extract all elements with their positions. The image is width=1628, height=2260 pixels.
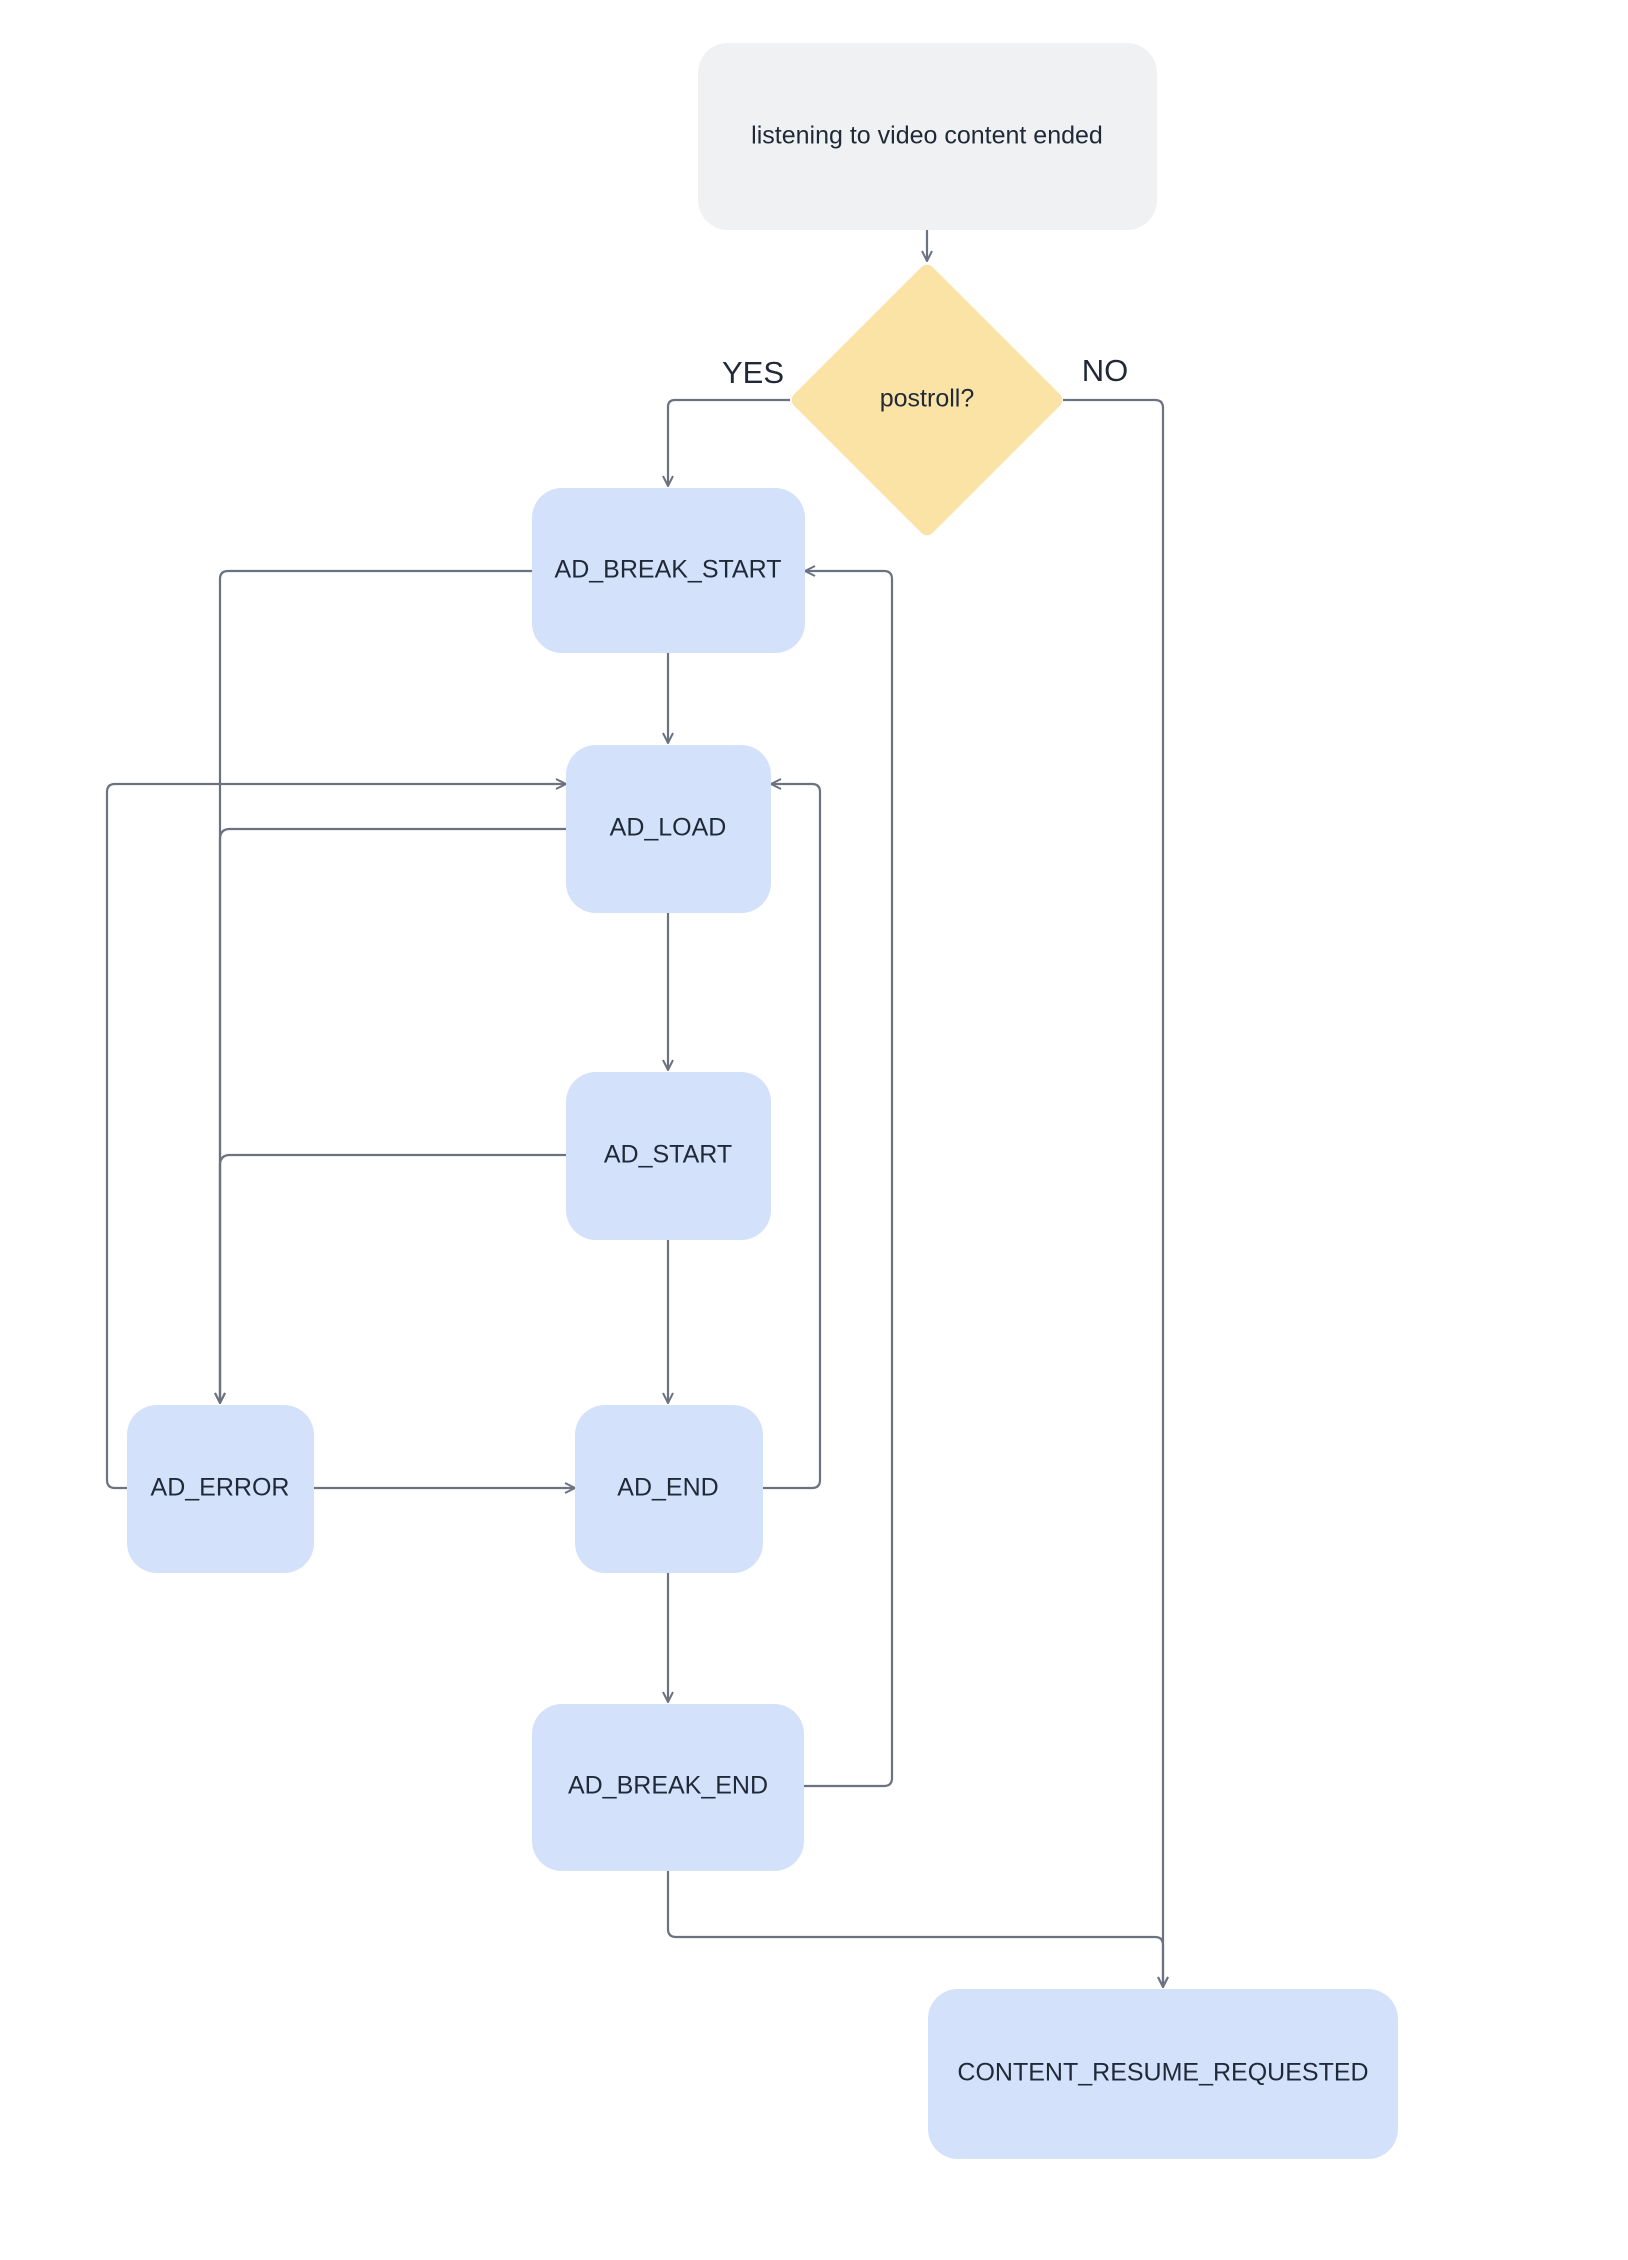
- edge-ad-start-to-ad-error: [220, 1153, 566, 1403]
- edge-ad-break-start-to-ad-error: [220, 569, 532, 1403]
- edge-decision-no-to-content-resume: [1063, 398, 1163, 1987]
- edge-ad-break-end-to-content-resume: [666, 1871, 1163, 1987]
- ad-break-start-box: [532, 488, 805, 653]
- edge-ad-error-to-ad-load: [105, 784, 566, 1490]
- ad-start-node: AD_START: [566, 1072, 771, 1240]
- start-node-label: listening to video content ended: [751, 122, 1103, 150]
- ad-break-end-box: [532, 1704, 804, 1871]
- ad-break-start-node: AD_BREAK_START: [532, 488, 805, 653]
- ad-break-end-node: AD_BREAK_END: [532, 1704, 804, 1871]
- ad-end-label: AD_END: [617, 1474, 718, 1502]
- decision-node-diamond: [791, 264, 1063, 536]
- decision-node-label: postroll?: [880, 385, 975, 413]
- edges: [105, 230, 1163, 1987]
- start-node: listening to video content ended: [698, 43, 1157, 230]
- ad-end-node: AD_END: [575, 1405, 763, 1573]
- edge-ad-load-to-ad-error: [220, 827, 566, 1403]
- decision-no-label: NO: [1082, 353, 1129, 388]
- ad-error-label: AD_ERROR: [151, 1474, 290, 1502]
- content-resume-requested-label: CONTENT_RESUME_REQUESTED: [957, 2059, 1368, 2087]
- edge-ad-break-end-to-ad-break-start: [804, 571, 894, 1788]
- ad-error-node: AD_ERROR: [127, 1405, 314, 1573]
- ad-load-label: AD_LOAD: [610, 814, 727, 842]
- ad-break-start-label: AD_BREAK_START: [555, 556, 782, 584]
- start-node-box: [698, 43, 1157, 230]
- ad-start-box: [566, 1072, 771, 1240]
- ad-error-box: [127, 1405, 314, 1573]
- edge-ad-end-to-ad-load: [763, 784, 822, 1490]
- ad-end-box: [575, 1405, 763, 1573]
- ad-break-end-label: AD_BREAK_END: [568, 1772, 768, 1800]
- edge-decision-yes-to-ad-break-start: [668, 398, 790, 486]
- ad-load-node: AD_LOAD: [566, 745, 771, 913]
- content-resume-requested-box: [928, 1989, 1398, 2159]
- ad-load-box: [566, 745, 771, 913]
- decision-node: postroll?: [791, 264, 1063, 536]
- ad-start-label: AD_START: [604, 1141, 732, 1169]
- decision-yes-label: YES: [722, 355, 784, 390]
- content-resume-requested-node: CONTENT_RESUME_REQUESTED: [928, 1989, 1398, 2159]
